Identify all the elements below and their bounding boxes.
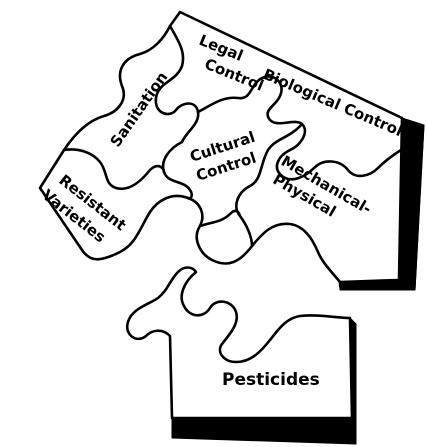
seam-biological-mechanical: [275, 122, 403, 181]
seam-sanitation-resistant: [62, 148, 166, 191]
seam-legal-sanitation: [154, 24, 200, 144]
seam-cultural-mechanical: [235, 122, 304, 248]
pesticides-label: Pesticides: [222, 370, 320, 390]
pesticides-piece: [125, 266, 354, 420]
seam-cultural-board-hole: [198, 209, 242, 228]
pesticides-piece-thickness: [171, 417, 357, 445]
seam-sanitation-cultural: [161, 140, 193, 200]
seam-legal-biological: [196, 75, 304, 126]
puzzle-board: [38, 10, 404, 284]
